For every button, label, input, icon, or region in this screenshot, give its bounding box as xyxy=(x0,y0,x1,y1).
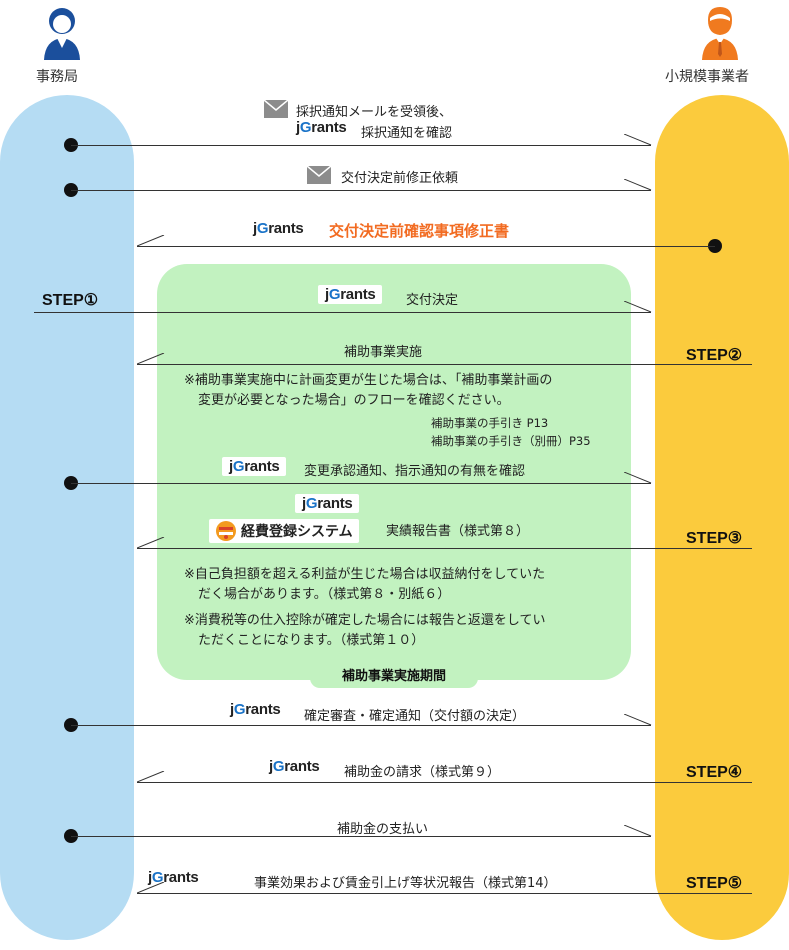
note-1-line2: 変更が必要となった場合」のフローを確認ください。 xyxy=(198,393,510,408)
msg-7: 実績報告書（様式第８） xyxy=(386,524,530,539)
note-2-line2: だく場合があります。（様式第８・別紙６） xyxy=(198,587,451,602)
jgrants-logo: jGrants xyxy=(230,701,281,718)
arrow-head xyxy=(624,714,652,726)
arrow-line xyxy=(137,548,752,549)
step-3: STEP③ xyxy=(686,530,743,547)
jgrants-logo: jGrants xyxy=(253,220,304,237)
msg-2: 交付決定前修正依頼 xyxy=(341,171,459,186)
arrow-line xyxy=(137,782,752,783)
msg-3: 交付決定前確認事項修正書 xyxy=(329,222,510,240)
arrow-head xyxy=(624,301,652,313)
arrow-line xyxy=(137,893,752,894)
msg-4: 交付決定 xyxy=(406,293,459,308)
jgrants-logo: jGrants xyxy=(222,457,287,476)
period-label: 補助事業実施期間 xyxy=(310,666,478,688)
arrow-head xyxy=(137,882,165,894)
step-5: STEP⑤ xyxy=(686,875,743,892)
ref-1: 補助事業の手引き P13 xyxy=(431,416,549,430)
arrow-head xyxy=(624,825,652,837)
office-person-icon xyxy=(40,4,84,64)
msg-6: 変更承認通知、指示通知の有無を確認 xyxy=(304,464,526,479)
msg-10: 補助金の支払い xyxy=(337,822,429,837)
arrow-head xyxy=(624,179,652,191)
arrow-line xyxy=(71,725,651,726)
step-2: STEP② xyxy=(686,347,743,364)
ref-2: 補助事業の手引き（別冊）P35 xyxy=(431,434,591,448)
keihi-system-logo: 経費登録システム xyxy=(209,519,359,543)
note-3-line2: ただくことになります。（様式第１０） xyxy=(198,633,425,648)
arrow-head xyxy=(137,353,165,365)
business-lane xyxy=(655,95,789,940)
msg-11: 事業効果および賃金引上げ等状況報告（様式第14） xyxy=(254,876,557,891)
arrow-line xyxy=(71,190,651,191)
step-1: STEP① xyxy=(42,292,99,309)
arrow-head xyxy=(624,472,652,484)
jgrants-logo: jGrants xyxy=(296,119,347,136)
business-label: 小規模事業者 xyxy=(665,69,749,85)
msg-1-line1: 採択通知メールを受領後、 xyxy=(296,105,453,120)
arrow-line xyxy=(137,364,752,365)
note-2-line1: ※自己負担額を超える利益が生じた場合は収益納付をしていた xyxy=(184,567,546,582)
business-person-icon xyxy=(698,4,742,64)
arrow-head xyxy=(624,134,652,146)
arrow-line xyxy=(71,483,651,484)
step-4: STEP④ xyxy=(686,764,743,781)
note-3-line1: ※消費税等の仕入控除が確定した場合には報告と返還をしてい xyxy=(184,613,546,628)
arrow-head xyxy=(137,771,165,783)
note-1-line1: ※補助事業実施中に計画変更が生じた場合は、「補助事業計画の xyxy=(184,373,553,388)
jgrants-logo: jGrants xyxy=(148,869,199,886)
jgrants-logo: jGrants xyxy=(295,494,360,513)
arrow-line xyxy=(34,312,651,313)
arrow-line xyxy=(71,836,651,837)
arrow-line xyxy=(71,145,651,146)
office-lane xyxy=(0,95,134,940)
start-dot xyxy=(708,239,722,253)
arrow-head xyxy=(137,235,165,247)
mail-icon xyxy=(306,165,332,188)
msg-1-line2: 採択通知を確認 xyxy=(361,126,453,141)
msg-5: 補助事業実施 xyxy=(344,345,423,360)
arrow-line xyxy=(137,246,715,247)
office-label: 事務局 xyxy=(36,69,78,85)
jgrants-logo: jGrants xyxy=(318,285,383,304)
mail-icon xyxy=(263,99,289,122)
msg-8: 確定審査・確定通知（交付額の決定） xyxy=(304,709,526,724)
keihi-logo-icon xyxy=(215,520,237,542)
jgrants-logo: jGrants xyxy=(269,758,320,775)
arrow-head xyxy=(137,537,165,549)
msg-9: 補助金の請求（様式第９） xyxy=(344,765,501,780)
